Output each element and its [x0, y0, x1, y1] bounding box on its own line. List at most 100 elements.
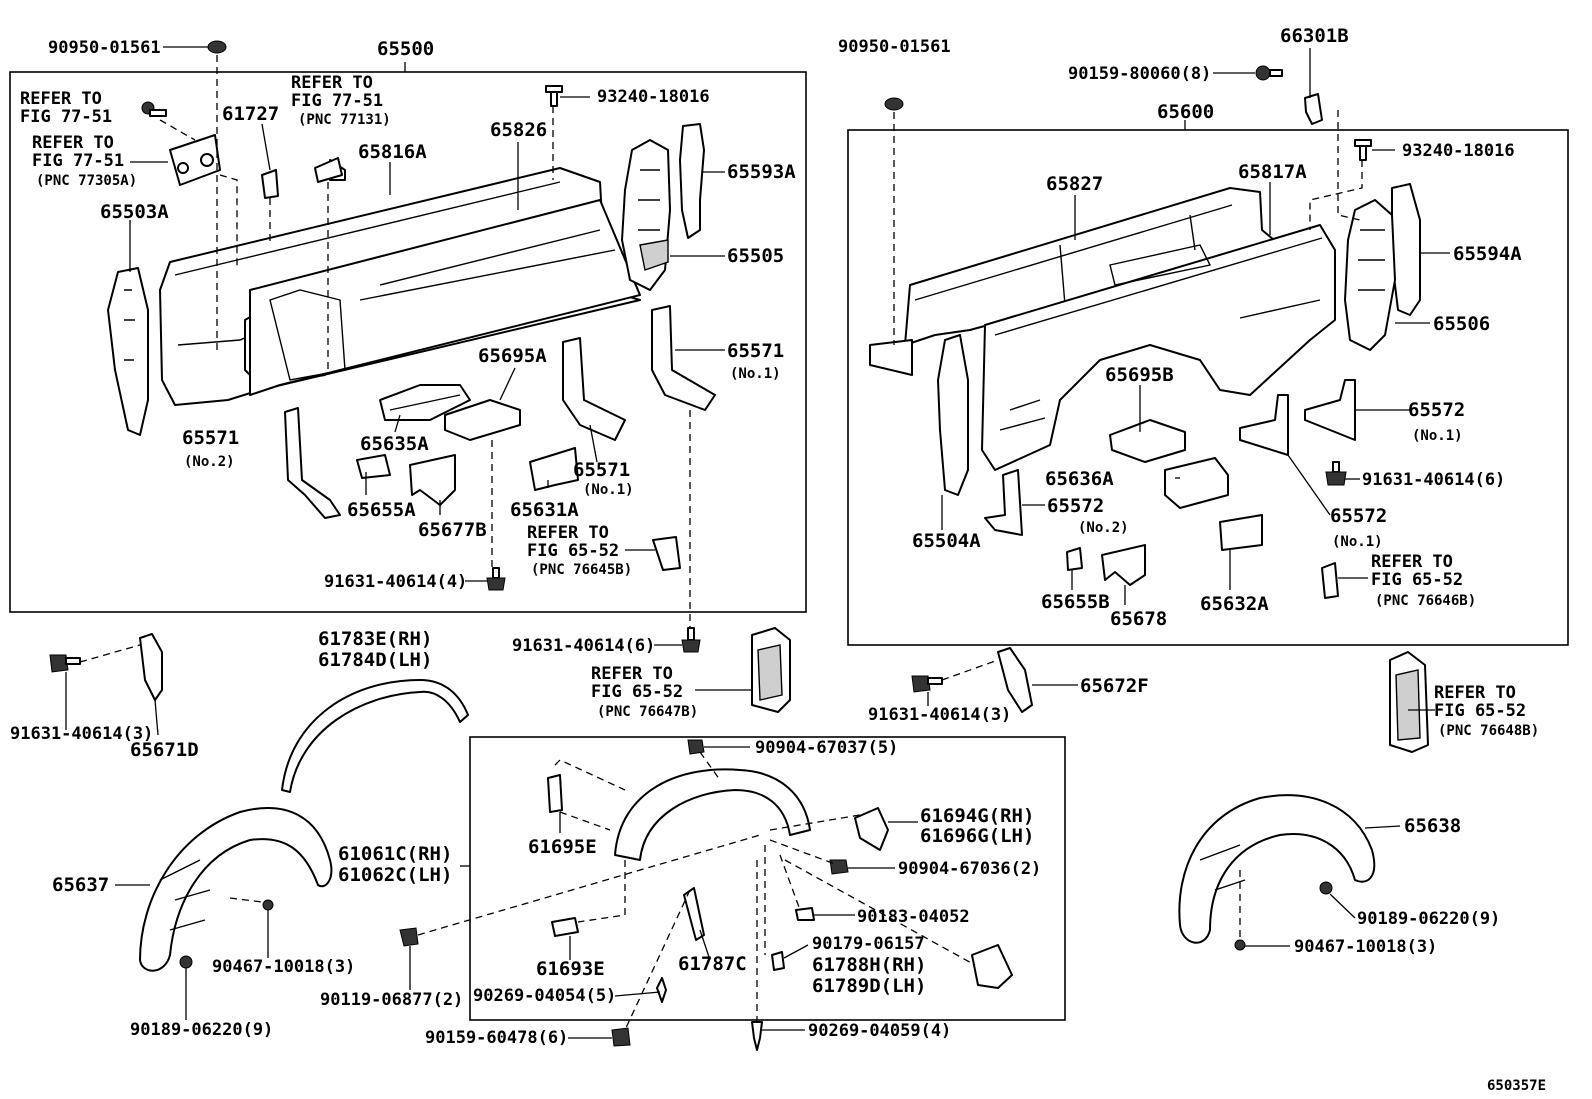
bracket-61693e[interactable]	[551, 917, 579, 937]
clip-icon-90189-06220-b[interactable]	[1319, 881, 1333, 895]
label-refer-65-52-d-1: REFER TO	[1434, 683, 1516, 703]
label-91631-40614-6b: 91631-40614(6)	[512, 636, 655, 656]
bracket-65695a[interactable]	[444, 399, 521, 441]
label-65594a: 65594A	[1453, 243, 1522, 265]
bolt-icon-90904-67037[interactable]	[687, 739, 705, 755]
bolt-icon-91631-40614-6b[interactable]	[681, 627, 701, 653]
bolt-icon-77-51[interactable]	[141, 101, 167, 117]
brace-65571-no1-b[interactable]	[651, 305, 716, 411]
label-61695e: 61695E	[528, 836, 597, 858]
label-90159-60478: 90159-60478(6)	[425, 1028, 568, 1048]
clip-icon-90183-04052[interactable]	[795, 907, 815, 921]
label-refer-65-52-b-2: FIG 65-52	[1371, 570, 1463, 590]
corner-pillar-65594a[interactable]	[1391, 183, 1421, 316]
label-61061c: 61061C(RH)	[338, 843, 452, 865]
clip-icon-90467-10018-b[interactable]	[1234, 939, 1246, 951]
label-90950-01561-b: 90950-01561	[838, 37, 951, 57]
clip-icon-90179-06157[interactable]	[771, 951, 785, 971]
label-90183-04052: 90183-04052	[857, 907, 970, 927]
clip-icon-90189-06220-a[interactable]	[179, 955, 193, 969]
bolt-icon-90904-67036[interactable]	[829, 859, 849, 875]
plate-65655a[interactable]	[356, 454, 391, 479]
bracket-65636a[interactable]	[1164, 457, 1229, 509]
bracket-65672f[interactable]	[997, 647, 1033, 713]
clip-icon-90119-06877[interactable]	[399, 927, 419, 947]
moulding-61783e[interactable]	[281, 679, 469, 793]
screw-icon-90269-04059[interactable]	[751, 1021, 763, 1051]
fender-liner-65637[interactable]	[139, 807, 333, 972]
bracket-65695b[interactable]	[1109, 419, 1186, 463]
brace-65572-no2[interactable]	[984, 469, 1023, 536]
label-refer-65-52-c-1: REFER TO	[591, 664, 673, 684]
corner-pillar-65506[interactable]	[1344, 199, 1396, 351]
corner-pillar-65505[interactable]	[621, 139, 671, 291]
bracket-61694g[interactable]	[854, 807, 889, 851]
fender-flare-61061c[interactable]	[614, 768, 811, 861]
clip-61727[interactable]	[261, 169, 279, 199]
label-61783e: 61783E(RH)	[318, 628, 432, 650]
bracket-65678[interactable]	[1101, 544, 1146, 586]
bolt-icon-93240-18016-a[interactable]	[545, 85, 563, 107]
bracket-61695e[interactable]	[547, 774, 563, 813]
cap-icon-90950-01561-a[interactable]	[207, 40, 227, 54]
label-refer-65-52-d-2: FIG 65-52	[1434, 701, 1526, 721]
bracket-65631a[interactable]	[529, 447, 579, 491]
bed-floor-piece-65826[interactable]	[249, 199, 641, 396]
brace-65572-no1-a[interactable]	[1304, 379, 1356, 441]
brace-65572-no1-b[interactable]	[1239, 394, 1289, 456]
clip-icon-90467-10018-a[interactable]	[262, 899, 274, 911]
label-65695a: 65695A	[478, 345, 547, 367]
mudguard-61788h[interactable]	[971, 944, 1013, 989]
bolt-icon-93240-18016-b[interactable]	[1354, 139, 1372, 161]
bracket-66301b[interactable]	[1304, 93, 1323, 125]
bracket-76647b[interactable]	[751, 627, 791, 713]
label-65571-no1-a: 65571	[727, 340, 784, 362]
label-65503a: 65503A	[100, 201, 169, 223]
label-65671d: 65671D	[130, 739, 199, 761]
label-61696g: 61696G(LH)	[920, 825, 1034, 847]
label-65593a: 65593A	[727, 161, 796, 183]
label-65500: 65500	[377, 38, 434, 60]
bracket-65632a[interactable]	[1219, 514, 1263, 551]
brace-65571-no1-a[interactable]	[562, 337, 626, 441]
label-65817a: 65817A	[1238, 161, 1307, 183]
plate-65655b[interactable]	[1066, 547, 1083, 571]
bolt-icon-90159-80060[interactable]	[1255, 65, 1283, 81]
tail-pillar-65503a[interactable]	[107, 267, 149, 436]
bolt-icon-90159-60478[interactable]	[611, 1027, 631, 1047]
label-refer-77-51-c-3: (PNC 77131)	[298, 112, 391, 128]
tail-pillar-65504a[interactable]	[937, 334, 969, 496]
bracket-76648b[interactable]	[1389, 651, 1429, 753]
pad-77131[interactable]	[314, 157, 343, 183]
latch-block-77305a[interactable]	[169, 134, 221, 186]
label-90189-06220-a: 90189-06220(9)	[130, 1020, 273, 1040]
bracket-65671d[interactable]	[139, 633, 163, 701]
bracket-65635a[interactable]	[379, 384, 471, 421]
cap-icon-90950-01561-b[interactable]	[884, 97, 904, 111]
bracket-76645b[interactable]	[652, 536, 681, 571]
label-65677b: 65677B	[418, 519, 487, 541]
brace-65571-no2[interactable]	[284, 407, 341, 519]
label-refer-77-51-a-1: REFER TO	[20, 89, 102, 109]
bolt-icon-91631-40614-3b[interactable]	[911, 675, 943, 693]
bolt-icon-91631-40614-3a[interactable]	[49, 654, 81, 673]
fender-liner-65638[interactable]	[1178, 794, 1376, 944]
label-61693e: 61693E	[536, 958, 605, 980]
label-65655a: 65655A	[347, 499, 416, 521]
group-box-fender-flare	[469, 736, 1066, 1021]
stay-61787c[interactable]	[683, 887, 705, 941]
bolt-icon-91631-40614-6a[interactable]	[1325, 461, 1347, 486]
bolt-icon-91631-40614-4[interactable]	[486, 567, 506, 591]
label-65571-no2-sub: (No.2)	[184, 454, 235, 470]
screw-icon-90269-04054[interactable]	[656, 977, 667, 1003]
label-61727: 61727	[222, 103, 279, 125]
bracket-76646b[interactable]	[1321, 562, 1339, 599]
label-refer-65-52-a-2: FIG 65-52	[527, 541, 619, 561]
label-65816a: 65816A	[358, 141, 427, 163]
corner-pillar-65593a[interactable]	[679, 123, 705, 239]
bed-side-panel-65817a[interactable]	[981, 224, 1336, 471]
label-65571-no1-b-sub: (No.1)	[583, 482, 634, 498]
label-refer-77-51-b-3: (PNC 77305A)	[36, 173, 137, 189]
label-refer-65-52-d-3: (PNC 76648B)	[1438, 723, 1539, 739]
bracket-65677b[interactable]	[409, 454, 456, 506]
